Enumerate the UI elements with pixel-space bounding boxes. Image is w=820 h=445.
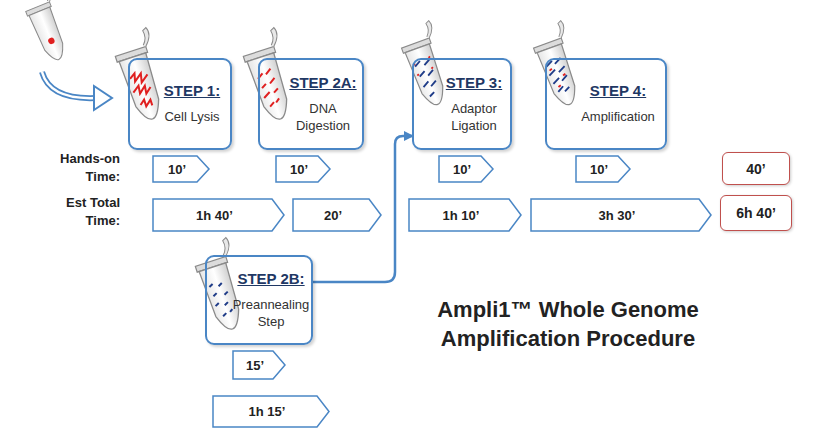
time-value: 1h 10’: [443, 208, 480, 223]
time-value: 1h 40’: [196, 208, 233, 223]
time-arrow: 3h 30’: [530, 198, 712, 232]
arrow-outline-path: [531, 199, 711, 231]
time-arrow: 1h 10’: [408, 198, 522, 232]
total-time-box: 40’: [722, 152, 790, 185]
time-value: 6h 40’: [736, 205, 776, 221]
time-arrow: 20’: [292, 198, 382, 232]
time-arrow: 10’: [575, 155, 631, 183]
step-heading: STEP 2B:: [237, 270, 304, 287]
amplification-tube: [528, 20, 590, 109]
arrow-outline-path: [153, 156, 209, 182]
process-box: STEP 2B: Preannealing Step: [205, 255, 313, 345]
arrow-outline-path: [233, 351, 285, 379]
sample-tube: [20, 0, 76, 64]
time-value: 10’: [290, 162, 308, 177]
time-value: 10’: [590, 162, 608, 177]
diagram-title: Ampli1™ Whole Genome Amplification Proce…: [428, 296, 708, 353]
arrow-outline-path: [276, 156, 330, 182]
step-heading: STEP 2A:: [289, 74, 356, 91]
arrow-outline-path: [153, 199, 284, 231]
arrow-outline-path: [576, 156, 630, 182]
time-value: 15’: [246, 358, 264, 373]
arrow-outline-path: [409, 199, 521, 231]
time-arrow: 10’: [275, 155, 331, 183]
curved-arrow: [42, 72, 96, 98]
time-value: 3h 30’: [599, 208, 636, 223]
arrow-outline-path: [213, 396, 329, 427]
process-box: STEP 2A: DNA Digestion: [258, 58, 364, 150]
ligation-tube: [396, 20, 458, 109]
time-arrow: 15’: [232, 350, 286, 380]
process-box: STEP 1: Cell Lysis: [128, 58, 232, 150]
total-time-box: 6h 40’: [720, 195, 792, 231]
time-value: 1h 15’: [249, 404, 286, 419]
time-value: 10’: [453, 162, 471, 177]
step-name: DNA Digestion: [290, 101, 356, 134]
row-label: Est Total Time:: [56, 194, 120, 229]
time-value: 10’: [168, 162, 186, 177]
step-heading: STEP 4:: [590, 82, 646, 99]
process-box: STEP 3: Adaptor Ligation: [412, 58, 512, 150]
arrow-outline-path: [293, 199, 381, 231]
time-arrow: 10’: [152, 155, 210, 183]
curved-arrow: [42, 72, 96, 98]
step-name: Preannealing Step: [233, 297, 310, 330]
step-name: Cell Lysis: [164, 109, 219, 125]
time-arrow: 10’: [438, 155, 494, 183]
step-name: Amplification: [581, 109, 655, 125]
time-arrow: 1h 40’: [152, 198, 285, 232]
step-name: Adaptor Ligation: [444, 101, 504, 134]
row-label: Hands-on Time:: [56, 150, 120, 185]
time-value: 20’: [324, 208, 342, 223]
time-arrow: 1h 15’: [212, 395, 330, 428]
time-value: 40’: [746, 161, 765, 177]
arrow-outline-path: [439, 156, 493, 182]
step-heading: STEP 1:: [164, 82, 220, 99]
arrow-head: [94, 86, 112, 110]
step-heading: STEP 3:: [446, 74, 502, 91]
process-box: STEP 4: Amplification: [545, 58, 667, 150]
